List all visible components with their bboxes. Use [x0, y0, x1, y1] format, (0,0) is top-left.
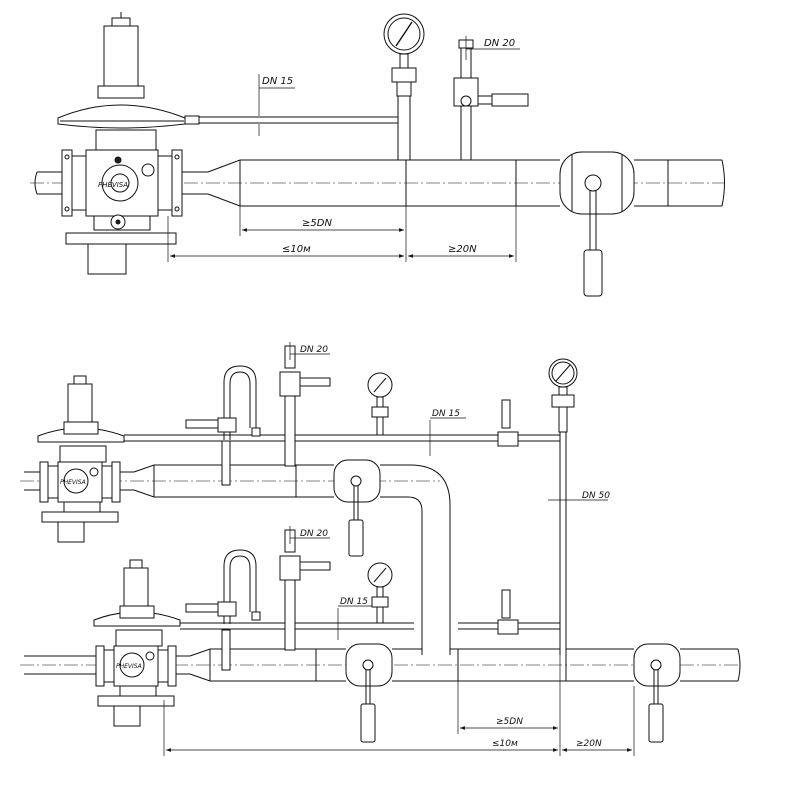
- top-regulator: PHEVISA: [57, 12, 186, 275]
- bottom-lower-callouts: DN 20 DN 15: [289, 526, 372, 640]
- bottom-upper-line: PHEVISA: [20, 345, 560, 655]
- top-dim-20dn: ≥20N: [448, 244, 477, 255]
- top-gauge-riser: [397, 95, 411, 161]
- bottom-scheme: PHEVISA: [20, 342, 741, 756]
- bottom-dimensions: ≥5DN ≤10м ≥20N: [163, 655, 635, 756]
- top-vent-valve: [453, 77, 479, 107]
- bottom-dim-20dn: ≥20N: [576, 739, 602, 749]
- top-pressure-gauge: [383, 13, 425, 161]
- bottom-dn15-lower-label: DN 15: [340, 597, 368, 607]
- top-spring-housing: [103, 25, 139, 87]
- top-dn20-label: DN 20: [484, 38, 515, 49]
- top-lower-diaphragm: [65, 232, 177, 245]
- top-ball-valve: [559, 151, 635, 297]
- top-flange-left-1: [61, 149, 73, 217]
- bottom-dim-10m: ≤10м: [492, 739, 518, 749]
- top-spring-cap: [111, 17, 131, 27]
- bottom-lower-line: PHEVISA: [20, 529, 741, 743]
- bottom-lower-regulator-mark: PHEVISA: [116, 663, 142, 670]
- top-scheme: PHEVISA: [30, 12, 725, 297]
- bottom-upper-regulator-mark: PHEVISA: [60, 479, 86, 486]
- top-actuator-neck: [95, 129, 157, 151]
- top-actuator-cap: [97, 85, 145, 99]
- top-sensing-line: [184, 115, 404, 125]
- top-dimensions: ≥5DN ≤10м ≥20N: [167, 206, 517, 262]
- top-ball-valve-handle: [583, 249, 603, 297]
- top-dn15-label: DN 15: [262, 76, 293, 87]
- bottom-dn50-riser: [548, 358, 578, 655]
- top-flange-right-1: [171, 149, 183, 217]
- top-dim-5dn: ≥5DN: [302, 218, 332, 229]
- top-vent-handle: [491, 93, 529, 107]
- bottom-dn50-label: DN 50: [582, 491, 610, 501]
- top-dim-10m: ≤10м: [282, 244, 311, 255]
- bottom-dn20-lower-label: DN 20: [300, 529, 328, 539]
- top-flange-right-2: [157, 155, 173, 211]
- top-dn20-callout: DN 20: [465, 36, 520, 60]
- bottom-upper-callouts: DN 20 DN 15 DN 50: [289, 342, 610, 501]
- top-actuator-diaphragm: [57, 104, 186, 129]
- top-flange-left-2: [71, 155, 87, 211]
- top-lower-housing: [87, 243, 127, 275]
- bottom-dn15-upper-label: DN 15: [432, 409, 460, 419]
- top-gauge-valve: [391, 67, 417, 83]
- bottom-dim-5dn: ≥5DN: [496, 717, 523, 727]
- bottom-dn20-upper-label: DN 20: [300, 345, 328, 355]
- top-dn15-callout: DN 15: [258, 74, 295, 136]
- top-inlet-pipe: [34, 171, 62, 195]
- top-regulator-mark: PHEVISA: [98, 181, 128, 189]
- top-vent-line: [453, 39, 529, 161]
